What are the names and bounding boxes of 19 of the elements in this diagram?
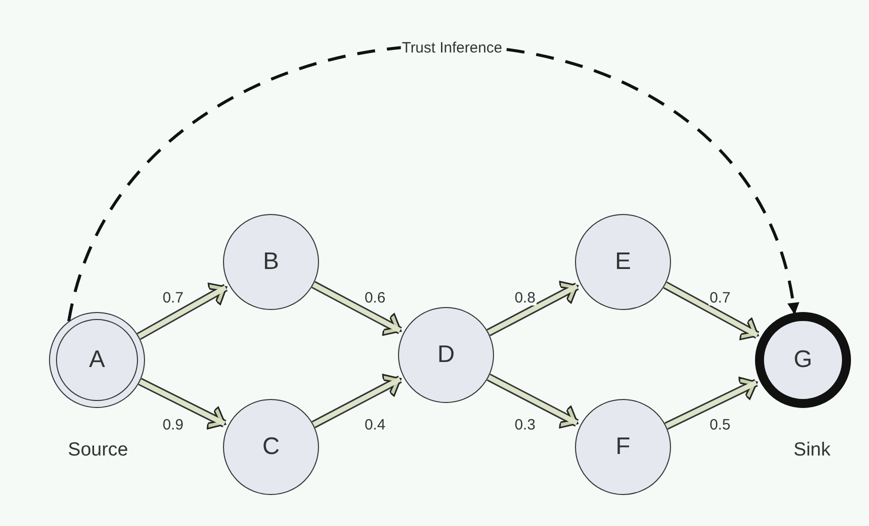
node-caption: Sink xyxy=(794,440,830,460)
node-label: A xyxy=(88,348,105,372)
edge-label: 0.9 xyxy=(162,418,184,432)
node-caption: Source xyxy=(68,440,128,460)
node-label: E xyxy=(614,250,631,274)
node-label: F xyxy=(616,435,630,459)
edge-label: 0.7 xyxy=(162,290,184,306)
node-label: B xyxy=(262,250,279,274)
edge-label: 0.8 xyxy=(514,290,536,306)
edge-label: 0.5 xyxy=(708,418,732,432)
edge-label: 0.4 xyxy=(364,418,386,432)
edge-label: 0.7 xyxy=(708,290,732,306)
edge-label: 0.3 xyxy=(514,418,536,432)
edge-label: 0.6 xyxy=(364,290,386,306)
node-label: C xyxy=(262,435,280,459)
node-label: G xyxy=(794,348,812,372)
dashed-arrow xyxy=(67,44,798,322)
edge-label: Trust Inference xyxy=(400,40,504,56)
node-label: D xyxy=(437,343,455,367)
